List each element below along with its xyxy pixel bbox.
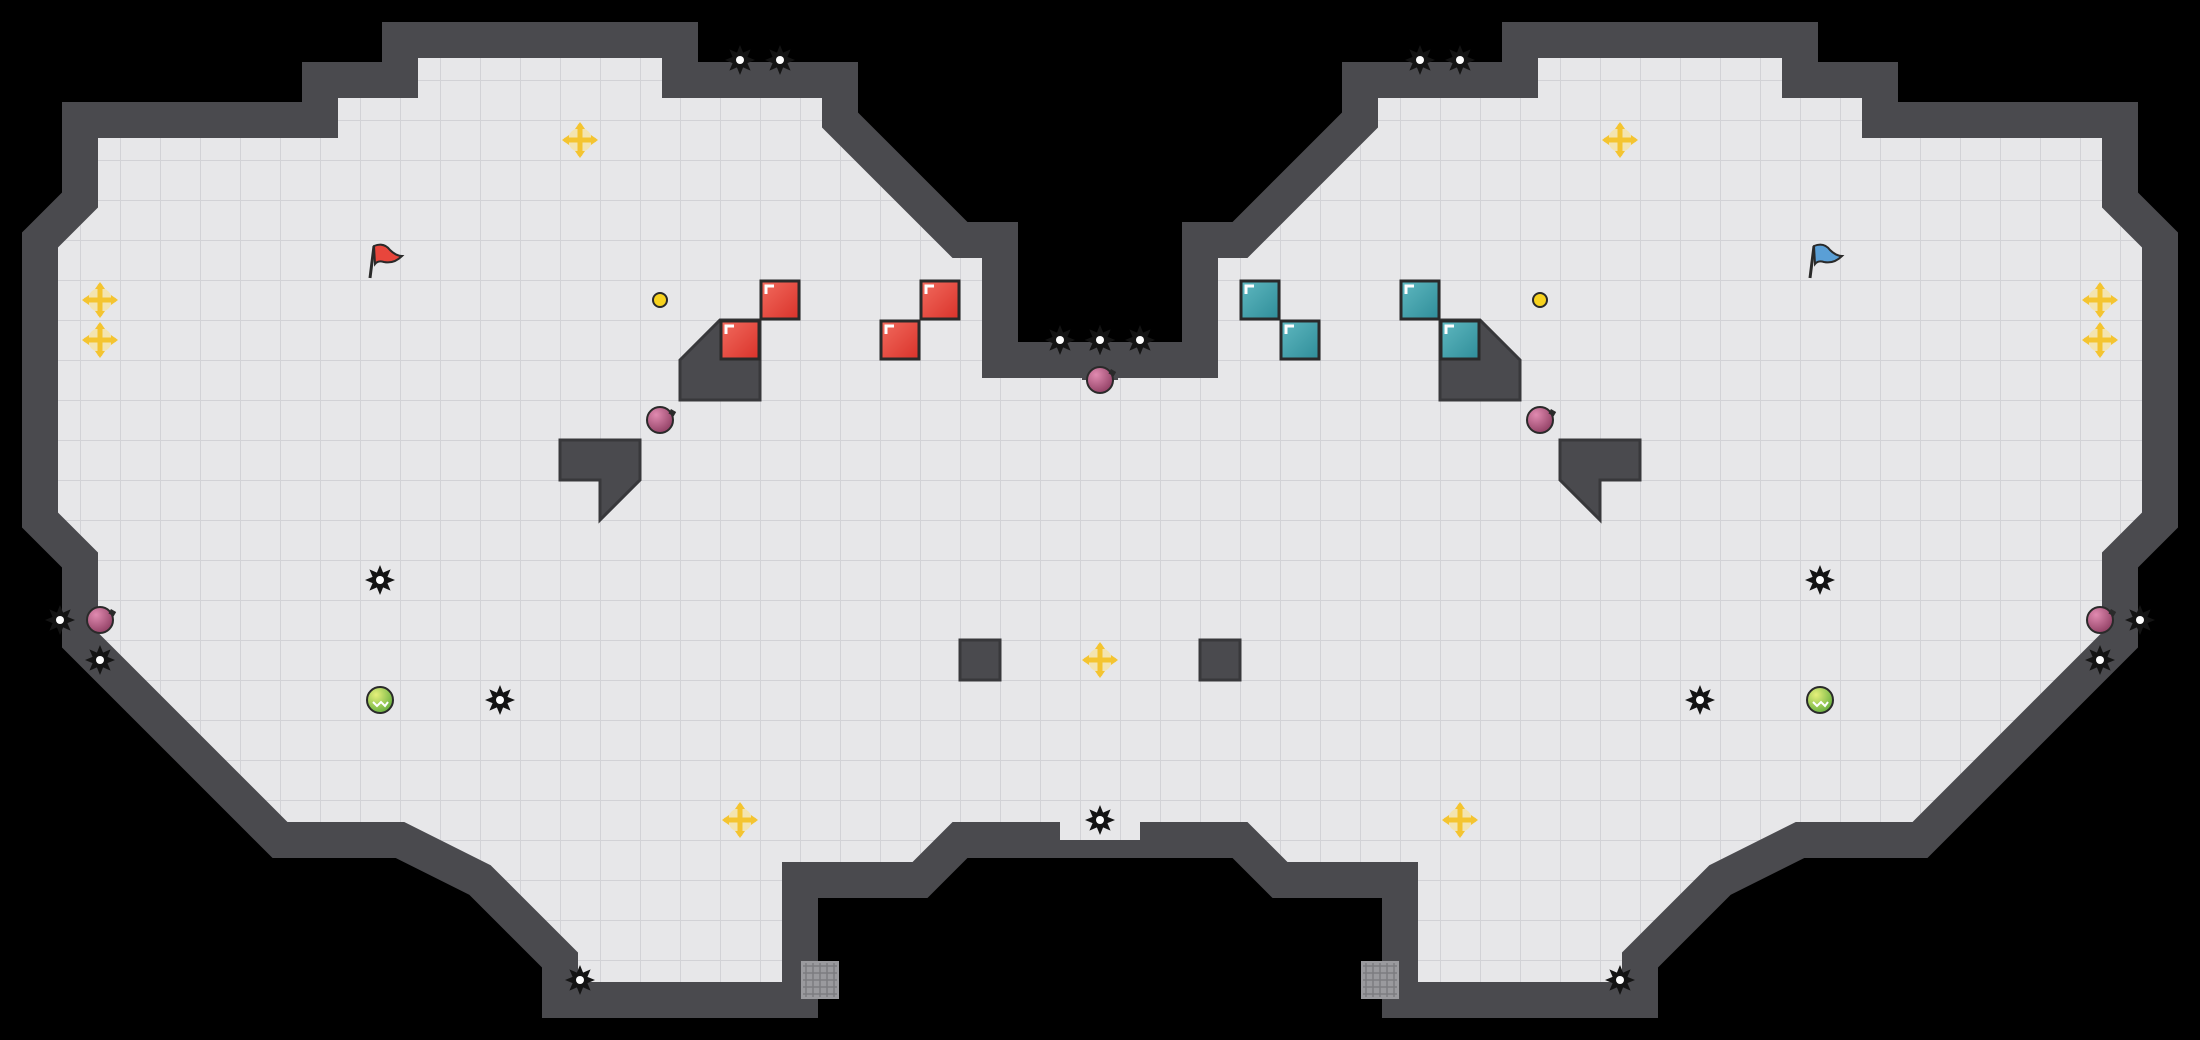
bomb-icon[interactable] — [1086, 366, 1117, 394]
object-layer — [45, 45, 2155, 999]
spike-icon — [565, 965, 595, 995]
outer-wall-right — [1082, 22, 2178, 1018]
red-team-tile — [919, 279, 961, 321]
powerup-icon[interactable] — [1806, 686, 1834, 714]
red-team-tile — [759, 279, 801, 321]
blue-team-tile — [1439, 319, 1481, 361]
spike-icon — [2125, 605, 2155, 635]
bomb-icon[interactable] — [646, 406, 677, 434]
spike-icon — [1085, 805, 1115, 835]
spike-icon — [1445, 45, 1475, 75]
speed-boost-icon[interactable] — [722, 802, 758, 838]
gate-icon — [1361, 961, 1399, 999]
speed-boost-icon[interactable] — [82, 322, 118, 358]
bomb-icon[interactable] — [86, 606, 117, 634]
button-icon[interactable] — [652, 292, 668, 308]
gate-icon — [801, 961, 839, 999]
speed-boost-icon[interactable] — [2082, 322, 2118, 358]
spike-icon — [1805, 565, 1835, 595]
spike-icon — [725, 45, 755, 75]
wall-block — [558, 438, 642, 524]
spike-icon — [1085, 325, 1115, 355]
spike-icon — [1125, 325, 1155, 355]
blue-team-tile — [1399, 279, 1441, 321]
spike-icon — [485, 685, 515, 715]
bomb-icon[interactable] — [1526, 406, 1557, 434]
wall-block — [1558, 438, 1642, 524]
flag-icon[interactable] — [368, 243, 405, 279]
speed-boost-icon[interactable] — [1442, 802, 1478, 838]
speed-boost-icon[interactable] — [82, 282, 118, 318]
red-team-tile — [879, 319, 921, 361]
blue-team-tile — [1239, 279, 1281, 321]
powerup-icon[interactable] — [366, 686, 394, 714]
spike-icon — [365, 565, 395, 595]
speed-boost-icon[interactable] — [1602, 122, 1638, 158]
speed-boost-icon[interactable] — [2082, 282, 2118, 318]
spike-icon — [45, 605, 75, 635]
floor-left — [40, 40, 1100, 1000]
red-team-tile — [719, 319, 761, 361]
spike-icon — [1405, 45, 1435, 75]
spike-icon — [85, 645, 115, 675]
spike-icon — [2085, 645, 2115, 675]
floor-center-seam — [1060, 380, 1140, 840]
button-icon[interactable] — [1532, 292, 1548, 308]
speed-boost-icon[interactable] — [562, 122, 598, 158]
floor-right — [1100, 40, 2160, 1000]
flag-icon[interactable] — [1808, 243, 1845, 279]
wall-layer — [22, 22, 2178, 1018]
bomb-icon[interactable] — [2086, 606, 2117, 634]
wall-block — [1198, 638, 1242, 682]
spike-icon — [1685, 685, 1715, 715]
wall-block — [958, 638, 1002, 682]
spike-icon — [1605, 965, 1635, 995]
blue-team-tile — [1279, 319, 1321, 361]
spike-icon — [1045, 325, 1075, 355]
speed-boost-icon[interactable] — [1082, 642, 1118, 678]
spike-icon — [765, 45, 795, 75]
